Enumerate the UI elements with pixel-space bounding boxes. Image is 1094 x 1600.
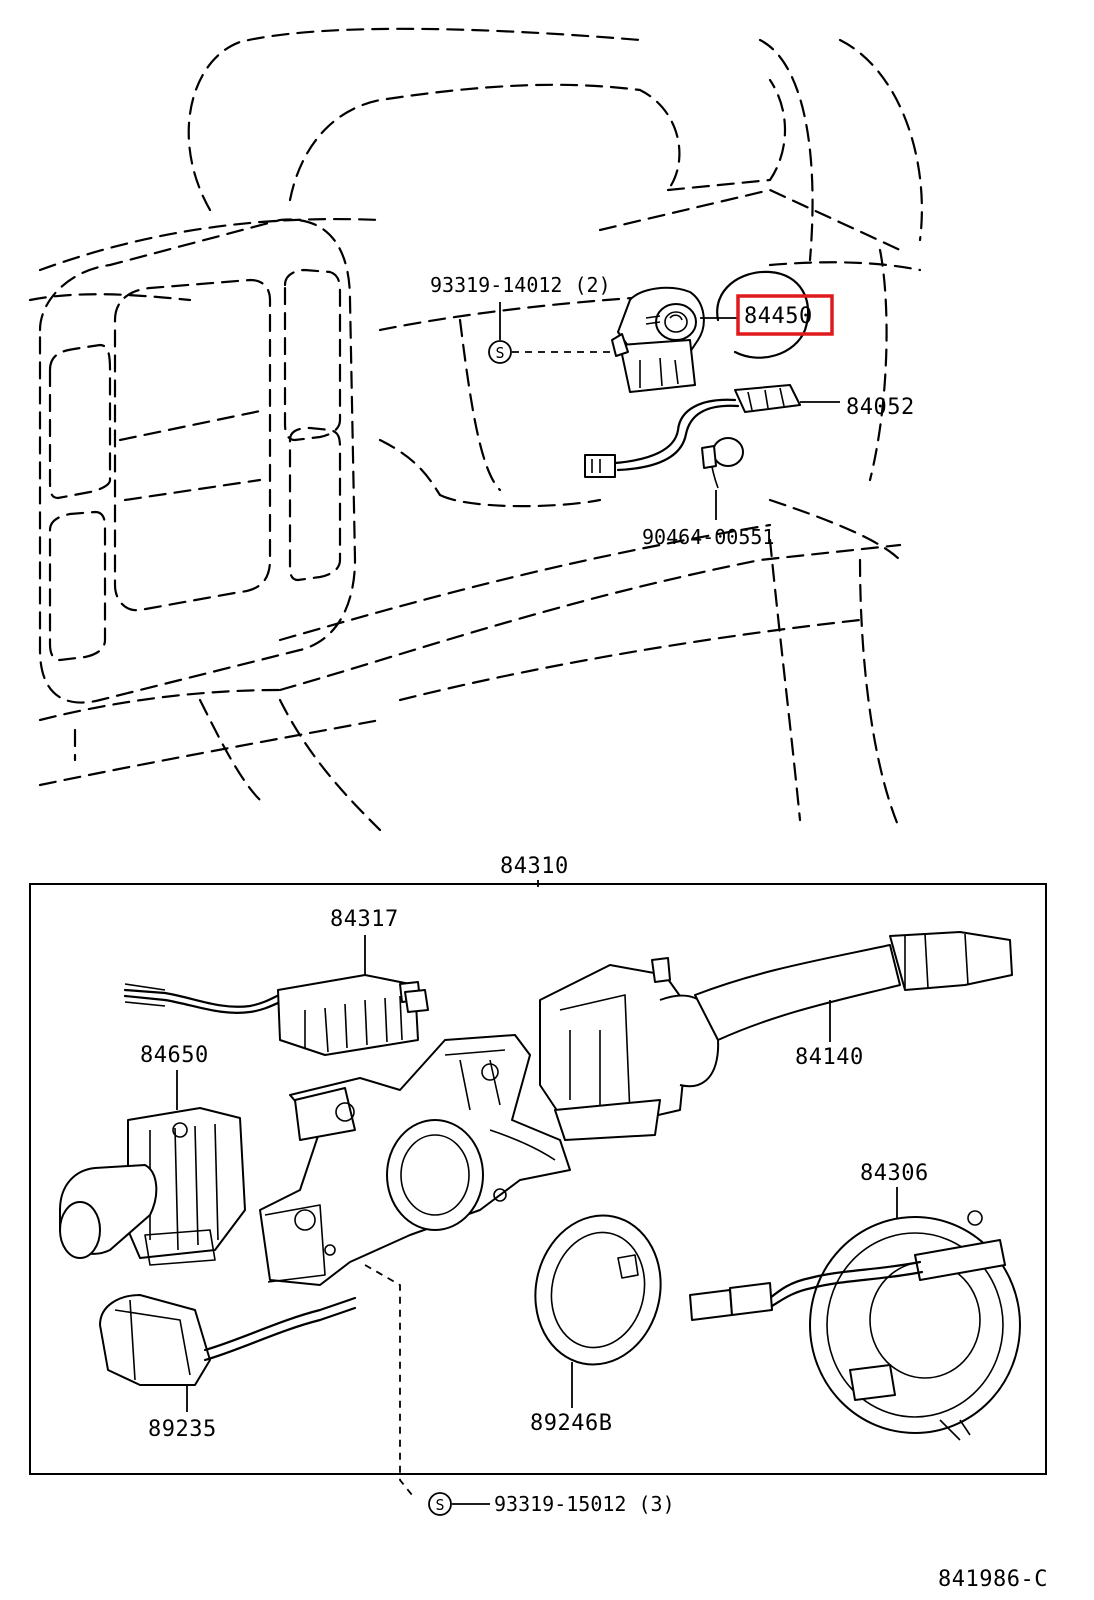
upper-leaders: [499, 302, 840, 520]
callout-clamp: 90464-00551: [642, 525, 774, 549]
screw-symbol-lower: S: [364, 1264, 490, 1516]
screw-symbol-letter-lower: S: [435, 1496, 444, 1514]
callout-screw-lower: 93319-15012 (3): [494, 1492, 675, 1516]
assembly-frame: [29, 883, 1047, 1475]
light-switch: [59, 1107, 246, 1266]
instrument-cluster-outline: [38, 218, 357, 704]
callout-ignition-switch: 84450: [744, 304, 813, 329]
illustration-number: 841986-C: [938, 1567, 1048, 1592]
callout-spiral-cable: 84306: [860, 1161, 929, 1186]
wiper-switch: [539, 931, 1013, 1141]
switch-body: [259, 1034, 571, 1286]
callout-sensor-ring: 89246B: [530, 1411, 612, 1436]
callout-screw-upper: 93319-14012 (2): [430, 273, 611, 297]
callout-combination-switch-assy: 84310: [500, 854, 569, 879]
screw-symbol-letter: S: [495, 344, 504, 362]
wire-harness: [584, 384, 801, 489]
callout-switch-body: 84317: [330, 907, 399, 932]
callout-light-switch: 84650: [140, 1043, 209, 1068]
ignition-switch: [611, 286, 705, 393]
highlight-box: [736, 294, 834, 336]
sensor-ring: [534, 1214, 662, 1366]
callout-wire-harness: 84052: [846, 395, 915, 420]
spiral-cable: [689, 1210, 1021, 1441]
callout-wiper-switch: 84140: [795, 1045, 864, 1070]
callout-cruise-switch: 89235: [148, 1417, 217, 1442]
screw-symbol-upper: S: [488, 340, 512, 364]
cruise-switch: [99, 1294, 357, 1386]
steering-column-cover: [716, 270, 810, 359]
switch-body-connector: [123, 974, 429, 1056]
dashboard-outline: [28, 27, 923, 832]
